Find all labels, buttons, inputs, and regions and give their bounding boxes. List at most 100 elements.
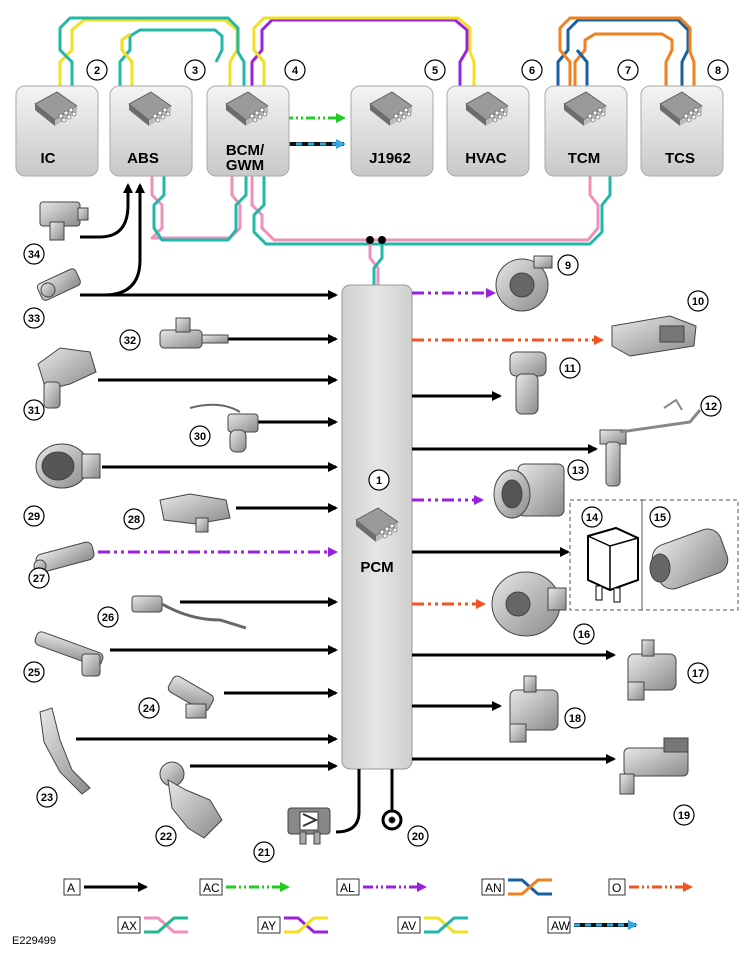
- callout-32: 32: [119, 329, 141, 351]
- callout-5: 5: [424, 59, 446, 81]
- callout-7: 7: [617, 59, 639, 81]
- callout-3: 3: [184, 59, 206, 81]
- callout-14: 14: [581, 506, 603, 528]
- legend-item-ax: AX: [117, 916, 188, 934]
- legend-item-ay: AY: [257, 916, 328, 934]
- callout-label: 20: [412, 831, 424, 843]
- callout-label: 10: [692, 296, 704, 308]
- module-abs-label: ABS: [127, 150, 159, 167]
- sensor-24-icon: [167, 675, 214, 719]
- callout-label: 23: [41, 792, 53, 804]
- callout-26: 26: [97, 606, 119, 628]
- legend-code: AN: [485, 881, 502, 895]
- callout-10: 10: [687, 290, 709, 312]
- input-signals: [76, 183, 338, 771]
- callout-label: 9: [565, 260, 571, 272]
- sensor-32-icon: [159, 317, 229, 349]
- sensor-28-icon: [159, 493, 231, 533]
- callout-20: 20: [407, 825, 429, 847]
- sensor-33-icon: [36, 268, 81, 301]
- hs-can-wiring: [150, 175, 612, 285]
- callout-label: 5: [432, 65, 438, 77]
- callout-label: 26: [102, 612, 114, 624]
- module-ic-label: IC: [41, 150, 56, 167]
- callout-27: 27: [28, 567, 50, 589]
- callout-1: 1: [368, 469, 390, 491]
- figure-id: E229499: [12, 935, 56, 947]
- callout-19: 19: [673, 804, 695, 826]
- callout-label: 12: [705, 401, 717, 413]
- solenoid-11-icon: [509, 351, 547, 415]
- callout-label: 24: [143, 703, 156, 715]
- module-tcs-label: TCS: [665, 150, 695, 167]
- legend-code: AW: [551, 919, 571, 933]
- legend-item-al: AL: [336, 878, 427, 896]
- callout-25: 25: [23, 661, 45, 683]
- valve-18-icon: [509, 675, 559, 743]
- callout-label: 16: [578, 629, 590, 641]
- sensor-30-icon: [189, 403, 259, 453]
- sensor-12-icon: [599, 398, 702, 487]
- module-ic: IC: [15, 85, 99, 177]
- module-tcm: TCM: [544, 85, 628, 177]
- legend-item-aw: AW: [547, 916, 638, 934]
- callout-label: 17: [692, 668, 704, 680]
- sensor-34-icon: [39, 201, 89, 241]
- callout-label: 27: [33, 573, 45, 585]
- callout-17: 17: [687, 662, 709, 684]
- callout-34: 34: [23, 243, 45, 265]
- legend-code: O: [612, 881, 621, 895]
- callout-9: 9: [557, 254, 579, 276]
- callout-24: 24: [138, 697, 160, 719]
- legend-item-an: AN: [481, 878, 552, 896]
- throttle-29-icon: [35, 443, 101, 489]
- callout-label: 1: [376, 475, 382, 487]
- pedal-23-icon: [39, 707, 91, 795]
- callout-11: 11: [559, 357, 581, 379]
- callout-13: 13: [567, 459, 589, 481]
- callout-label: 8: [715, 65, 721, 77]
- top-network-wiring: [58, 16, 696, 88]
- sensor-26-icon: [131, 595, 247, 630]
- callout-18: 18: [564, 707, 586, 729]
- callout-label: 18: [569, 713, 581, 725]
- callout-label: 3: [192, 65, 198, 77]
- callout-label: 28: [128, 514, 140, 526]
- callout-label: 6: [529, 65, 535, 77]
- callout-label: 2: [94, 65, 100, 77]
- sensor-10-icon: [611, 315, 697, 357]
- callout-label: 34: [28, 249, 41, 261]
- valve-22-icon: [159, 761, 223, 839]
- callout-label: 32: [124, 335, 136, 347]
- callout-label: 11: [564, 363, 576, 375]
- module-abs: ABS: [109, 85, 193, 177]
- callout-label: 30: [194, 431, 206, 443]
- output-signals: [335, 391, 616, 834]
- callout-label: 22: [160, 831, 172, 843]
- callout-label: 15: [654, 512, 666, 524]
- legend-code: AV: [401, 919, 416, 933]
- callout-22: 22: [155, 825, 177, 847]
- module-tcm-label: TCM: [568, 150, 601, 167]
- callout-33: 33: [23, 307, 45, 329]
- callout-label: 14: [586, 512, 599, 524]
- legend-item-ac: AC: [199, 878, 290, 896]
- callout-2: 2: [86, 59, 108, 81]
- module-tcs: TCS: [640, 85, 724, 177]
- module-pcm-label: PCM: [360, 559, 393, 576]
- component-illustrations: [33, 201, 739, 845]
- module-pcm: PCM: [341, 284, 413, 770]
- module-bcm-label-1: BCM/: [226, 142, 265, 159]
- module-bcm-label-2: GWM: [226, 157, 264, 174]
- actuator-9-icon: [495, 255, 553, 312]
- callout-label: 31: [28, 405, 40, 417]
- callout-31: 31: [23, 399, 45, 421]
- legend-code: AY: [261, 919, 276, 933]
- sensor-31-icon: [37, 347, 97, 409]
- fuse-21-icon: [287, 807, 331, 845]
- legend-item-av: AV: [397, 916, 468, 934]
- callout-23: 23: [36, 786, 58, 808]
- callout-label: 13: [572, 465, 584, 477]
